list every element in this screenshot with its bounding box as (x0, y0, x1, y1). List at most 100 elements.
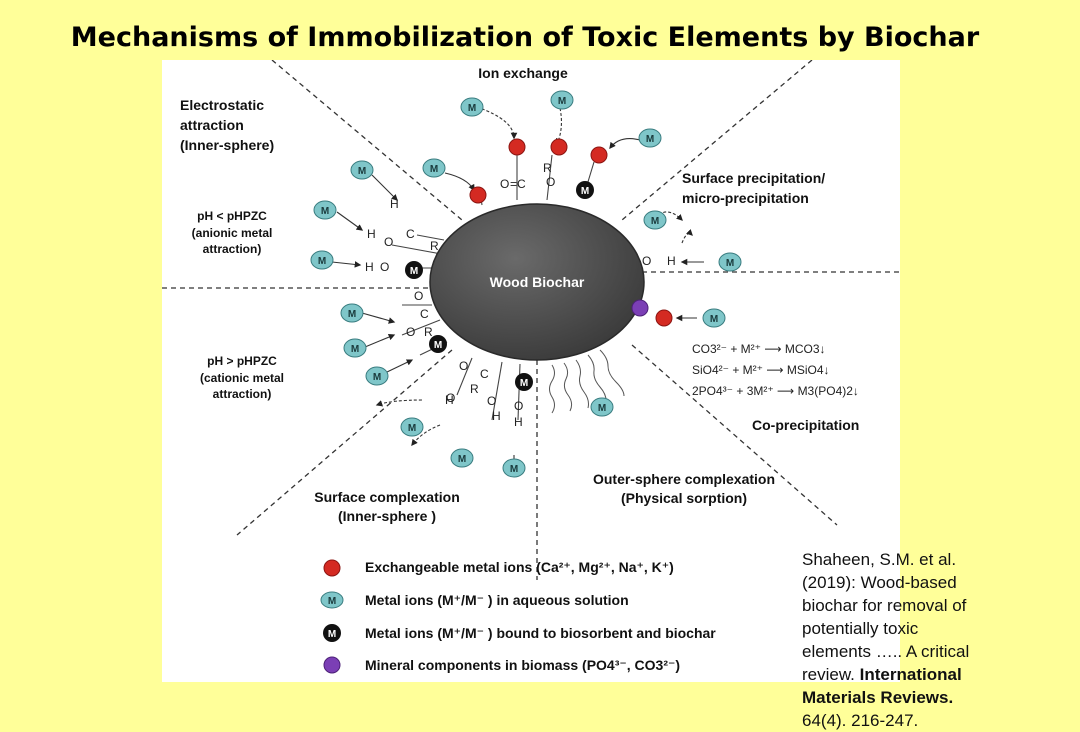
svg-text:H: H (514, 415, 523, 429)
aqueous-ion-symbol: M (351, 344, 359, 355)
svg-text:O: O (380, 260, 389, 274)
svg-text:M: M (520, 378, 528, 389)
page-title: Mechanisms of Immobilization of Toxic El… (70, 22, 980, 53)
svg-text:H: H (367, 227, 376, 241)
exchangeable-ions (469, 138, 673, 327)
aqueous-ion-symbol: M (430, 164, 438, 175)
legend-label-mineral: Mineral components in biomass (PO4³⁻, CO… (365, 657, 680, 673)
aqueous-ion (638, 128, 662, 148)
svg-text:R: R (470, 382, 479, 396)
svg-text:M: M (581, 186, 589, 197)
label-ph-low-2: (anionic metal (192, 226, 273, 240)
svg-text:O: O (446, 391, 455, 405)
svg-text:H: H (667, 254, 676, 268)
aqueous-ion-symbol: M (321, 206, 329, 217)
label-ph-high-2: (cationic metal (200, 371, 284, 385)
citation: Shaheen, S.M. et al. (2019): Wood-based … (802, 548, 1072, 732)
aqueous-ion-symbol: M (558, 96, 566, 107)
svg-text:M: M (434, 340, 442, 351)
svg-text:C: C (406, 227, 415, 241)
aqueous-ion-symbol: M (373, 372, 381, 383)
svg-text:C: C (420, 307, 429, 321)
aqueous-ion (550, 90, 574, 110)
legend-swatch-mineral (323, 656, 341, 674)
aqueous-ion (460, 97, 484, 117)
svg-text:R: R (424, 325, 433, 339)
aqueous-ion (350, 160, 374, 180)
mechanism-labels: Ion exchange Electrostatic attraction (I… (180, 65, 859, 524)
citation-journal: International (859, 665, 962, 684)
aqueous-ion (310, 250, 334, 270)
svg-text:O: O (487, 394, 496, 408)
aqueous-ion (365, 366, 389, 386)
aqueous-ion-symbol: M (646, 134, 654, 145)
svg-text:M: M (328, 629, 336, 640)
citation-volume: 64(4). 216-247. (802, 711, 919, 730)
aqueous-ion-symbol: M (726, 258, 734, 269)
aqueous-ion-symbol: M (408, 423, 416, 434)
citation-line: review. (802, 665, 855, 684)
aqueous-ion (702, 308, 726, 328)
svg-text:H: H (390, 197, 399, 211)
legend-swatch-exchangeable (323, 559, 341, 577)
legend: Exchangeable metal ions (Ca²⁺, Mg²⁺, Na⁺… (320, 559, 716, 674)
svg-text:O: O (642, 254, 651, 268)
label-outer-sphere-2: (Physical sorption) (621, 490, 747, 506)
diagram-panel: O =C R O H H O C R H O O H O C R O O C R… (162, 60, 900, 682)
aqueous-ion (718, 252, 742, 272)
aqueous-ion (590, 397, 614, 417)
aqueous-ion-symbol: M (458, 454, 466, 465)
svg-text:H: H (365, 260, 374, 274)
label-ion-exchange: Ion exchange (478, 65, 568, 81)
aqueous-ion (422, 158, 446, 178)
label-electrostatic-3: (Inner-sphere) (180, 137, 274, 153)
citation-line: elements ….. A critical (802, 642, 970, 661)
aqueous-ion (340, 303, 364, 323)
label-ph-low-3: attraction) (203, 242, 262, 256)
wavy-lines (549, 349, 625, 414)
reaction-carbonate: CO3²⁻ + M²⁺ ⟶ MCO3↓ (692, 342, 826, 356)
aqueous-ion (450, 448, 474, 468)
aqueous-ion-symbol: M (651, 216, 659, 227)
svg-text:H: H (445, 393, 454, 407)
citation-line: (2019): Wood-based (802, 573, 957, 592)
legend-swatch-aqueous (320, 591, 344, 609)
label-surface-precip-1: Surface precipitation/ (682, 170, 825, 186)
legend-swatch-bound (323, 624, 341, 642)
label-outer-sphere-1: Outer-sphere complexation (593, 471, 775, 487)
label-surface-complex-1: Surface complexation (314, 489, 460, 505)
label-electrostatic-2: attraction (180, 117, 244, 133)
aqueous-ion-symbol: M (598, 403, 606, 414)
label-ph-high-1: pH > pHPZC (207, 354, 277, 368)
reaction-silicate: SiO4²⁻ + M²⁺ ⟶ MSiO4↓ (692, 363, 830, 377)
bound-ions: M M M M (405, 181, 594, 391)
svg-text:C: C (480, 367, 489, 381)
legend-label-exchangeable: Exchangeable metal ions (Ca²⁺, Mg²⁺, Na⁺… (365, 559, 674, 575)
label-surface-precip-2: micro-precipitation (682, 190, 809, 206)
label-coprecipitation: Co-precipitation (752, 417, 859, 433)
legend-label-aqueous: Metal ions (M⁺/M⁻ ) in aqueous solution (365, 592, 629, 608)
aqueous-ion-symbol: M (710, 314, 718, 325)
arrows (331, 106, 704, 467)
aqueous-ion (313, 200, 337, 220)
aqueous-ion-symbol: M (510, 464, 518, 475)
citation-line: Shaheen, S.M. et al. (802, 550, 957, 569)
svg-text:O: O (500, 177, 509, 191)
divider-lines (162, 60, 900, 580)
svg-text:M: M (328, 596, 336, 607)
aqueous-ion-symbol: M (358, 166, 366, 177)
chem-fragments: O =C R O H H O C R H O O H O C R O O C R… (365, 161, 676, 429)
svg-text:R: R (543, 161, 552, 175)
svg-text:=C: =C (510, 177, 526, 191)
svg-text:O: O (514, 399, 523, 413)
label-electrostatic-1: Electrostatic (180, 97, 264, 113)
aqueous-ion-symbol: M (318, 256, 326, 267)
aqueous-ion (343, 338, 367, 358)
aqueous-ion-symbol: M (348, 309, 356, 320)
svg-text:O: O (406, 325, 415, 339)
reactions: CO3²⁻ + M²⁺ ⟶ MCO3↓ SiO4²⁻ + M²⁺ ⟶ MSiO4… (692, 342, 859, 398)
label-ph-high-3: attraction) (213, 387, 272, 401)
svg-text:H: H (492, 409, 501, 423)
citation-journal: Materials Reviews. (802, 688, 954, 707)
label-ph-low-1: pH < pHPZC (197, 209, 267, 223)
